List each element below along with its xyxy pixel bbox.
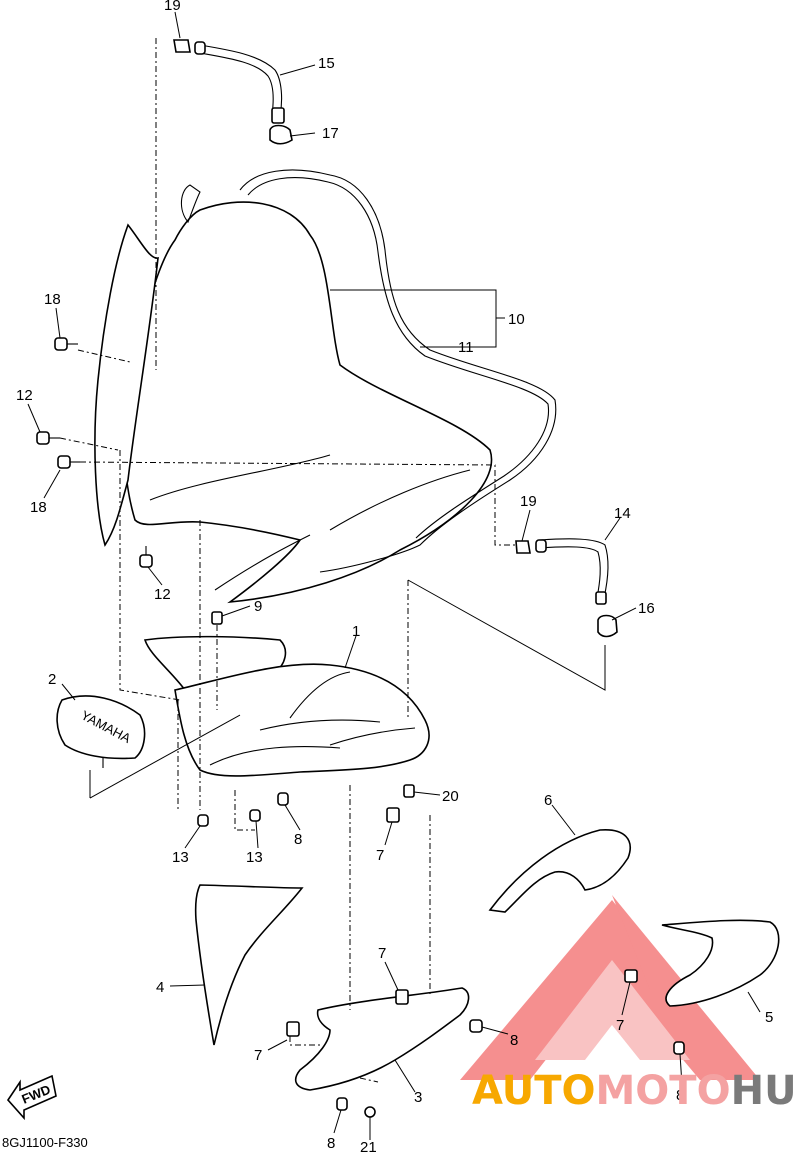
callout-7-upper: 7 [376,847,384,864]
callout-11: 11 [458,339,474,356]
callout-18-bottom: 18 [30,499,47,516]
callout-12-left: 12 [16,387,33,404]
callout-8-upper: 8 [294,831,302,848]
clip-7-right [624,969,638,983]
callout-8-far-right: 8 [676,1087,684,1104]
windshield-tab [180,184,201,224]
callout-8-bottom: 8 [327,1135,335,1152]
watermark-part3: HUB [731,1068,800,1114]
callout-13-right: 13 [246,849,263,866]
callout-21: 21 [360,1139,377,1153]
callout-14: 14 [614,505,631,522]
clip-7-lower-mid [395,989,409,1005]
screw-18-top [54,337,68,351]
callout-4: 4 [156,979,164,996]
callout-12-bottom: 12 [154,586,171,603]
callout-16: 16 [638,600,655,617]
side-cowling-5 [661,919,780,1007]
callout-8-right: 8 [510,1032,518,1049]
plug-21 [364,1106,376,1118]
under-cowling-3 [294,987,470,1091]
callout-9: 9 [254,598,262,615]
callout-17: 17 [322,125,339,142]
callout-13-left: 13 [172,849,189,866]
callout-7-right: 7 [616,1017,624,1034]
callout-7-left: 7 [254,1047,262,1064]
cap-17 [269,124,293,145]
callout-10: 10 [508,311,525,328]
screw-8-upper [277,792,289,806]
callout-2: 2 [48,671,56,688]
screw-12-bottom [139,554,153,568]
screw-8-far-right [673,1041,685,1055]
bolt-20 [403,784,415,798]
callout-3: 3 [414,1089,422,1106]
screw-8-lower-right [469,1019,483,1033]
bolt-9 [211,611,223,625]
nut-13-left [197,814,209,827]
callout-19-right: 19 [520,493,537,510]
watermark-part1: AUTO [472,1068,596,1114]
duct-tube-right [535,538,609,605]
watermark-text: AUTOMOTOHUB [472,1068,800,1114]
cap-16 [597,614,618,638]
yamaha-emblem: YAMAHA [56,695,146,768]
screw-12-left [36,431,50,445]
watermark-part2: MOTO [596,1068,731,1114]
windshield-trim [239,169,557,573]
callout-18-top: 18 [44,291,61,308]
leader-lines [27,11,761,1140]
diagram-code: 8GJ1100-F330 [2,1135,88,1150]
grommet-19-top [173,39,191,53]
assembly-lines [59,38,606,1083]
callout-1: 1 [352,623,360,640]
windshield-trim-inner [247,177,550,539]
callout-6: 6 [544,792,552,809]
callout-15: 15 [318,55,335,72]
windshield [123,201,493,604]
clip-7-upper [386,807,400,823]
inner-panel-4 [194,884,304,1046]
nut-13-right [249,809,261,822]
callout-19-top: 19 [164,0,181,14]
watermark-logo-icon [460,895,760,1080]
upper-cowling [143,635,430,777]
callout-labels: 19 15 17 10 11 18 12 18 19 14 12 16 9 1 … [16,0,773,1153]
screw-8-bottom [336,1097,348,1111]
clip-7-lower-left [286,1021,300,1037]
side-cowling-6 [488,829,631,913]
screw-18-bottom [57,455,71,469]
duct-tube-top [194,41,285,124]
callout-20: 20 [442,788,459,805]
callout-5: 5 [765,1009,773,1026]
callout-7-mid: 7 [378,945,386,962]
fwd-arrow-icon: FWD [6,1074,57,1121]
svg-text:AUTOMOTOHUB: AUTOMOTOHUB [472,1068,800,1114]
grommet-19-right [515,540,531,554]
windshield-side-panel [94,223,159,547]
